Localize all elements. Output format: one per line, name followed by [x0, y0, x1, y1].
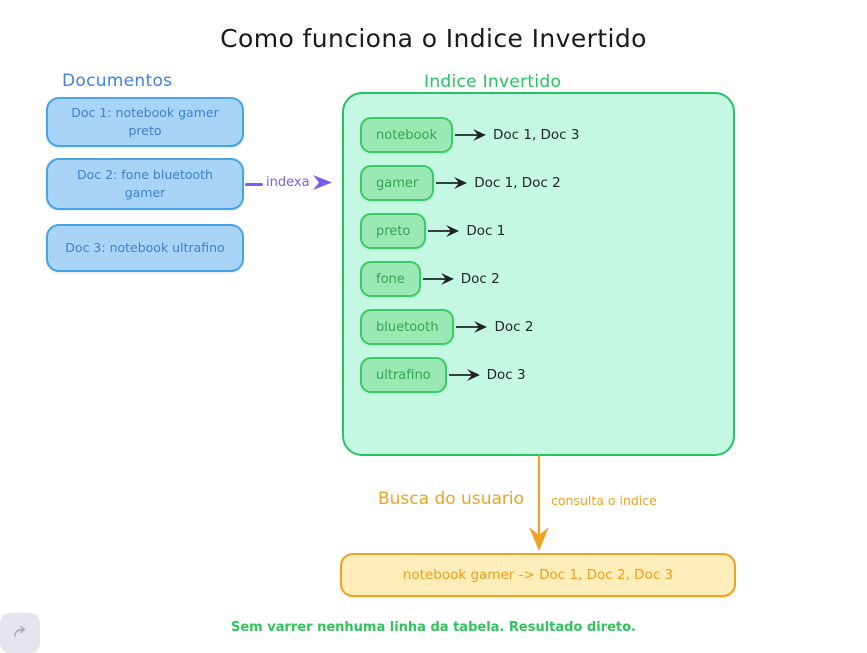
document-card-3-label: Doc 3: notebook ultrafino — [65, 239, 225, 255]
redo-button[interactable] — [0, 613, 40, 653]
search-result-box[interactable]: notebook gamer -> Doc 1, Doc 2, Doc 3 — [340, 553, 736, 597]
index-entry-preto[interactable]: preto Doc 1 — [360, 212, 505, 250]
term-docs-bluetooth: Doc 2 — [494, 319, 534, 335]
index-heading: Indice Invertido — [424, 72, 562, 92]
footer-note: Sem varrer nenhuma linha da tabela. Resu… — [231, 620, 636, 635]
term-box-gamer[interactable]: gamer — [360, 165, 435, 201]
indexa-connector-line — [245, 183, 263, 186]
redo-icon — [14, 626, 26, 637]
index-entry-notebook[interactable]: notebook Doc 1, Doc 3 — [360, 116, 579, 154]
term-label-ultrafino: ultrafino — [376, 367, 431, 383]
index-entry-fone[interactable]: fone Doc 2 — [360, 260, 500, 298]
term-arrow-icon-gamer — [436, 177, 468, 189]
term-docs-preto: Doc 1 — [466, 223, 506, 239]
documents-heading: Documentos — [62, 71, 173, 91]
document-card-1-label: Doc 1: notebook gamer preto — [71, 104, 219, 138]
term-arrow-icon-fone — [422, 273, 454, 285]
document-card-1[interactable]: Doc 1: notebook gamer preto — [46, 97, 244, 147]
term-arrow-icon-ultrafino — [448, 369, 480, 381]
index-entry-ultrafino[interactable]: ultrafino Doc 3 — [360, 356, 526, 394]
term-label-fone: fone — [376, 271, 405, 287]
term-docs-fone: Doc 2 — [460, 271, 500, 287]
term-arrow-icon-notebook — [454, 129, 486, 141]
term-docs-gamer: Doc 1, Doc 2 — [474, 175, 561, 191]
term-box-ultrafino[interactable]: ultrafino — [360, 357, 447, 393]
term-label-notebook: notebook — [376, 127, 437, 143]
page-title: Como funciona o Indice Invertido — [220, 24, 647, 53]
index-entry-bluetooth[interactable]: bluetooth Doc 2 — [360, 308, 533, 346]
search-result-text: notebook gamer -> Doc 1, Doc 2, Doc 3 — [402, 567, 674, 583]
term-arrow-icon-bluetooth — [456, 321, 488, 333]
term-box-notebook[interactable]: notebook — [360, 117, 453, 153]
term-label-bluetooth: bluetooth — [376, 319, 439, 335]
term-label-preto: preto — [376, 223, 411, 239]
consulta-label: consulta o indice — [551, 493, 657, 508]
document-card-3[interactable]: Doc 3: notebook ultrafino — [46, 224, 244, 272]
inverted-index-panel: notebook Doc 1, Doc 3 gamer Doc 1, Doc 2… — [342, 92, 735, 456]
index-entry-gamer[interactable]: gamer Doc 1, Doc 2 — [360, 164, 561, 202]
indexa-arrow-icon — [313, 175, 332, 190]
busca-heading: Busca do usuario — [378, 489, 524, 509]
consulta-arrow-icon — [529, 455, 549, 551]
term-label-gamer: gamer — [376, 175, 419, 191]
term-box-preto[interactable]: preto — [360, 213, 427, 249]
term-docs-ultrafino: Doc 3 — [486, 367, 526, 383]
term-arrow-icon-preto — [428, 225, 460, 237]
term-docs-notebook: Doc 1, Doc 3 — [492, 127, 580, 143]
term-box-fone[interactable]: fone — [360, 261, 421, 297]
term-box-bluetooth[interactable]: bluetooth — [360, 309, 455, 345]
document-card-2[interactable]: Doc 2: fone bluetooth gamer — [46, 158, 244, 210]
document-card-2-label: Doc 2: fone bluetooth gamer — [77, 166, 213, 200]
indexa-label: indexa — [266, 175, 310, 190]
